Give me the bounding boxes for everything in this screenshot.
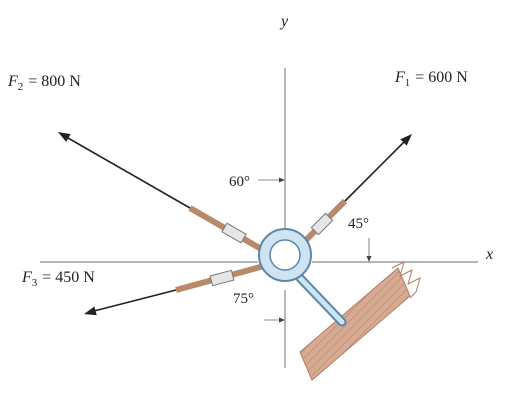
f1-symbol: F (394, 69, 405, 86)
arrowhead-f3 (84, 306, 97, 316)
angle-75-tick (279, 317, 285, 323)
force-label-f3: F3 = 450 N (21, 269, 95, 289)
ring (258, 228, 312, 282)
y-axis-label: y (279, 13, 289, 30)
turnbuckle-f1 (310, 212, 334, 236)
axes (40, 68, 478, 368)
f3-subscript: 3 (32, 277, 38, 289)
f2-value: = 800 N (28, 73, 81, 90)
force-arrow-f1 (344, 141, 405, 202)
rope-f2 (58, 132, 272, 257)
turnbuckle-f3 (209, 269, 235, 287)
force-arrow-f3 (93, 289, 177, 312)
force-label-f1: F1 = 600 N (394, 69, 468, 89)
f2-symbol: F (7, 73, 18, 90)
f3-value: = 450 N (42, 269, 95, 286)
angle-45-tick (366, 256, 372, 262)
force-label-f2: F2 = 800 N (7, 73, 81, 93)
angle-label-45: 45° (348, 216, 369, 232)
arrowhead-f1 (400, 134, 412, 146)
f2-subscript: 2 (18, 81, 24, 93)
wall-block (299, 267, 411, 381)
wall-support (299, 261, 421, 381)
wall-edge-hatch (391, 261, 421, 299)
rope-f3 (84, 263, 265, 316)
arrowhead-f2 (58, 132, 71, 142)
angle-60-tick (279, 177, 285, 183)
force-arrow-f2 (67, 137, 191, 209)
f1-value: = 600 N (415, 69, 468, 86)
mount-rod (295, 273, 347, 327)
angle-label-60: 60° (229, 174, 250, 190)
angle-indicators (258, 177, 372, 323)
turnbuckle-f2 (221, 222, 247, 244)
f3-symbol: F (21, 269, 32, 286)
x-axis-label: x (485, 246, 493, 263)
angle-label-75: 75° (233, 291, 254, 307)
f1-subscript: 1 (405, 77, 411, 89)
